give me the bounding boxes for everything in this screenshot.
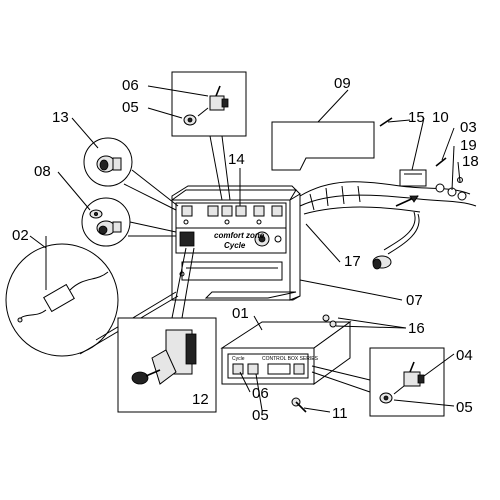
control-box-01: Cycle CONTROL BOX SERIES	[220, 321, 352, 385]
inset-12	[117, 247, 217, 413]
panel-switch-icon	[253, 205, 265, 217]
plate-caption: CONTROL BOX SERIES	[262, 356, 319, 362]
callout-10: 10	[432, 109, 449, 126]
callout-07: 07	[406, 292, 423, 309]
panel-switch-icon	[235, 205, 247, 217]
nut-16-icon	[329, 320, 337, 328]
panel-logo: comfort zone	[214, 231, 265, 240]
rod-15-icon	[379, 117, 393, 127]
callout-02: 02	[12, 227, 29, 244]
callout-19: 19	[460, 137, 477, 154]
callout-11: 11	[332, 405, 348, 422]
callout-04: 04	[456, 347, 473, 364]
callout-05-right: 05	[456, 399, 473, 416]
callout-01: 01	[232, 305, 249, 322]
inset-switch-bottom	[311, 347, 445, 417]
callout-08: 08	[34, 163, 51, 180]
panel-switch-icon	[221, 205, 233, 217]
wiring-harness	[299, 169, 477, 270]
inset-13	[83, 137, 179, 211]
panel-brand: Cycle	[224, 241, 246, 250]
joystick-handle-icon	[151, 349, 177, 385]
relay-10-icon	[399, 169, 427, 187]
main-control-box: comfort zone Cycle	[171, 185, 301, 301]
panel-switch-icon	[181, 205, 193, 217]
plate-switch-icon	[232, 363, 244, 375]
leader-lines	[29, 85, 461, 413]
panel-09	[271, 121, 375, 171]
plate-brand: Cycle	[232, 356, 245, 362]
screw-11-icon	[291, 397, 307, 413]
callout-05-top: 05	[122, 99, 139, 116]
callout-09: 09	[334, 75, 351, 92]
callout-06-top: 06	[122, 77, 139, 94]
callout-17: 17	[344, 253, 361, 270]
callout-16: 16	[408, 320, 425, 337]
callout-18: 18	[462, 153, 479, 170]
callout-05-bottom: 05	[252, 407, 269, 424]
callout-03: 03	[460, 119, 477, 136]
inset-switch-top	[171, 71, 247, 201]
panel-switch-icon	[207, 205, 219, 217]
nut-16-icon	[322, 314, 330, 322]
panel-switch-icon	[271, 205, 283, 217]
inset-08	[81, 197, 177, 247]
callout-15: 15	[408, 109, 425, 126]
plate-switch-icon	[247, 363, 259, 375]
bolt-03-icon	[435, 157, 447, 167]
module-02-icon	[43, 283, 75, 313]
callout-14: 14	[228, 151, 245, 168]
callout-13: 13	[52, 109, 69, 126]
panel-joystick-icon	[179, 231, 195, 247]
callout-06-bottom: 06	[252, 385, 269, 402]
plate-switch-icon	[293, 363, 305, 375]
callout-12: 12	[192, 391, 209, 408]
